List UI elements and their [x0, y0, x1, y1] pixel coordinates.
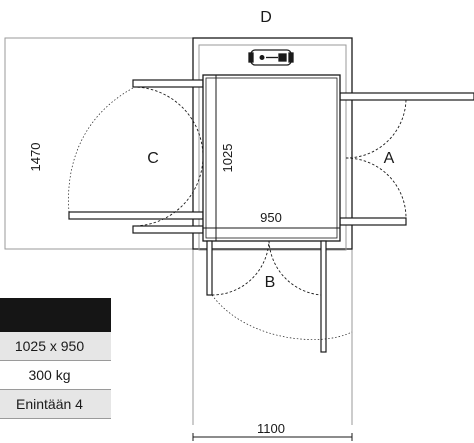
outer-swings	[68, 87, 353, 340]
gate-left	[68, 79, 204, 234]
spec-row-persons: Enintään 4	[0, 389, 111, 419]
entrance-label-top: D	[260, 9, 272, 26]
entrance-label-bottom: B	[265, 274, 276, 291]
dim-shaft-height-label: 1470	[28, 143, 43, 172]
spec-row-size: 1025 x 950	[0, 332, 111, 361]
front-rails	[206, 240, 327, 353]
dim-car-width-label: 950	[260, 210, 282, 225]
spec-table: 1025 x 950 300 kg Enintään 4	[0, 298, 111, 419]
entrance-label-right: A	[384, 150, 395, 167]
motor-icon	[248, 49, 294, 66]
dim-car-depth-label: 1025	[220, 144, 235, 173]
dim-car-width	[202, 224, 341, 232]
dim-shaft-width-label: 1100	[257, 421, 285, 436]
car-platform	[202, 74, 341, 242]
car-platform-inner	[205, 77, 338, 239]
spec-persons-value: Enintään 4	[16, 396, 83, 412]
spec-row-load: 300 kg	[0, 360, 111, 390]
entrance-label-left: C	[147, 150, 159, 167]
gate-right	[339, 92, 474, 226]
door-swings	[132, 86, 407, 296]
spec-table-header	[0, 298, 111, 332]
spec-size-value: 1025 x 950	[14, 338, 85, 354]
dim-shaft-width	[192, 433, 353, 441]
shaft-inner-outline	[198, 44, 347, 251]
spec-load-value: 300 kg	[28, 367, 71, 383]
